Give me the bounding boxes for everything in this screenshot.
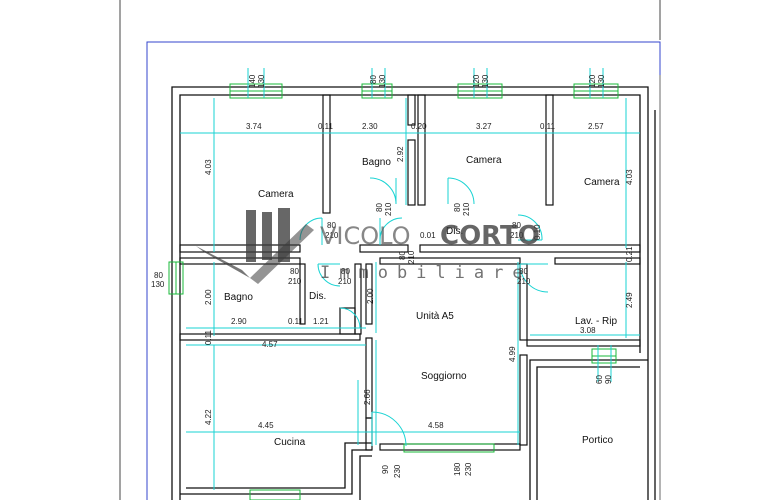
vdim-021: 0.21 — [625, 246, 634, 262]
door-dis2-h: 210 — [338, 277, 352, 286]
room-soggiorno: Soggiorno — [421, 371, 467, 382]
room-portico: Portico — [582, 435, 614, 446]
dim-458: 4.58 — [428, 421, 444, 430]
vdim-249: 2.49 — [625, 292, 634, 308]
vdim-499: 4.99 — [508, 346, 517, 362]
door-camera3-h: 210 — [510, 231, 524, 240]
door-dis2-w: 80 — [341, 267, 350, 276]
door-bagno1-w: 80 — [375, 203, 384, 212]
win1-h: 130 — [257, 74, 266, 88]
vdim-292: 2.92 — [396, 146, 405, 162]
dim-308: 3.08 — [580, 326, 596, 335]
win4-h: 130 — [597, 74, 606, 88]
win3-h: 130 — [481, 74, 490, 88]
win2-h: 130 — [378, 74, 387, 88]
door-lav-h: 210 — [517, 277, 531, 286]
watermark-brand-light: VICOLO — [320, 222, 411, 250]
room-labels: Camera Bagno Camera Camera Dis. Bagno Di… — [224, 155, 620, 448]
sheet-frame — [119, 0, 661, 500]
vertical-dimension-labels: 4.03 2.92 4.03 2.00 2.00 0.11 2.49 4.99 … — [204, 146, 634, 425]
door-ent-h: 230 — [393, 464, 402, 478]
dim-445: 4.45 — [258, 421, 274, 430]
dim-257: 2.57 — [588, 122, 604, 131]
winlav-h: 90 — [604, 375, 613, 384]
winleft-w: 80 — [154, 271, 163, 280]
vdim-200a: 2.00 — [204, 289, 213, 305]
vdim-403b: 4.03 — [625, 169, 634, 185]
dim-230: 2.30 — [362, 122, 378, 131]
door-camera1-w: 80 — [327, 221, 336, 230]
door-camera1-h: 210 — [325, 231, 339, 240]
opening-labels: 140 130 80 130 120 130 120 130 80 130 60… — [151, 74, 613, 478]
room-camera-2: Camera — [466, 155, 502, 166]
win3-w: 120 — [472, 74, 481, 88]
dim-020: 0.20 — [411, 122, 427, 131]
winlav-w: 60 — [595, 375, 604, 384]
logo-roof-left — [196, 246, 250, 278]
room-bagno-2: Bagno — [224, 292, 253, 303]
interior-walls — [179, 94, 641, 451]
watermark-sub: Immobiliare — [320, 263, 532, 283]
watermark-logo: VICOLO CORTO Immobiliare — [196, 208, 540, 284]
dim-457: 4.57 — [262, 340, 278, 349]
door-camera2-h: 210 — [462, 202, 471, 216]
room-cucina: Cucina — [274, 437, 306, 448]
door-port-h: 230 — [464, 462, 473, 476]
vdim-266: 2.66 — [363, 389, 372, 405]
win2-w: 80 — [369, 75, 378, 84]
watermark-brand-bold: CORTO — [440, 221, 540, 251]
dim-011a: 0.11 — [318, 122, 334, 131]
logo-bar-1 — [246, 210, 256, 262]
vdim-200b: 2.00 — [366, 288, 375, 304]
door-dis-w: 80 — [398, 251, 407, 260]
vdim-403a: 4.03 — [204, 159, 213, 175]
room-lav-rip: Lav. - Rip — [575, 316, 617, 327]
door-camera3-w: 80 — [512, 221, 521, 230]
win4-w: 120 — [588, 74, 597, 88]
win1-w: 140 — [248, 74, 257, 88]
door-swings — [299, 177, 549, 447]
room-dis-1: Dis. — [446, 226, 463, 237]
dim-374: 3.74 — [246, 122, 262, 131]
door-bagno2-w: 80 — [290, 267, 299, 276]
windows — [168, 83, 619, 500]
door-dis-h: 210 — [407, 250, 416, 264]
dim-001: 0.01 — [420, 231, 436, 240]
door-lav-w: 80 — [519, 267, 528, 276]
room-unit-a5: Unità A5 — [416, 311, 454, 322]
door-camera2-w: 80 — [453, 203, 462, 212]
vdim-422: 4.22 — [204, 409, 213, 425]
room-dis-2: Dis. — [309, 291, 326, 302]
door-bagno2-h: 210 — [288, 277, 302, 286]
door-port-w: 180 — [453, 462, 462, 476]
door-bagno1-h: 210 — [384, 202, 393, 216]
dimension-lines — [180, 68, 640, 490]
room-bagno-1: Bagno — [362, 157, 391, 168]
dim-327: 3.27 — [476, 122, 492, 131]
door-ent-w: 90 — [381, 465, 390, 474]
logo-roof-right — [250, 224, 314, 284]
dim-011: 0.11 — [288, 317, 304, 326]
winleft-h: 130 — [151, 280, 165, 289]
dim-011b: 0.11 — [540, 122, 556, 131]
dim-290: 2.90 — [231, 317, 247, 326]
room-camera-3: Camera — [584, 177, 620, 188]
vdim-010: 0.10 — [533, 224, 542, 240]
dimension-labels: 3.74 0.11 2.30 0.20 3.27 0.11 2.57 2.90 … — [231, 122, 604, 430]
vdim-011: 0.11 — [204, 329, 213, 345]
logo-bar-2 — [262, 212, 272, 260]
room-camera-1: Camera — [258, 189, 294, 200]
dim-121: 1.21 — [313, 317, 329, 326]
